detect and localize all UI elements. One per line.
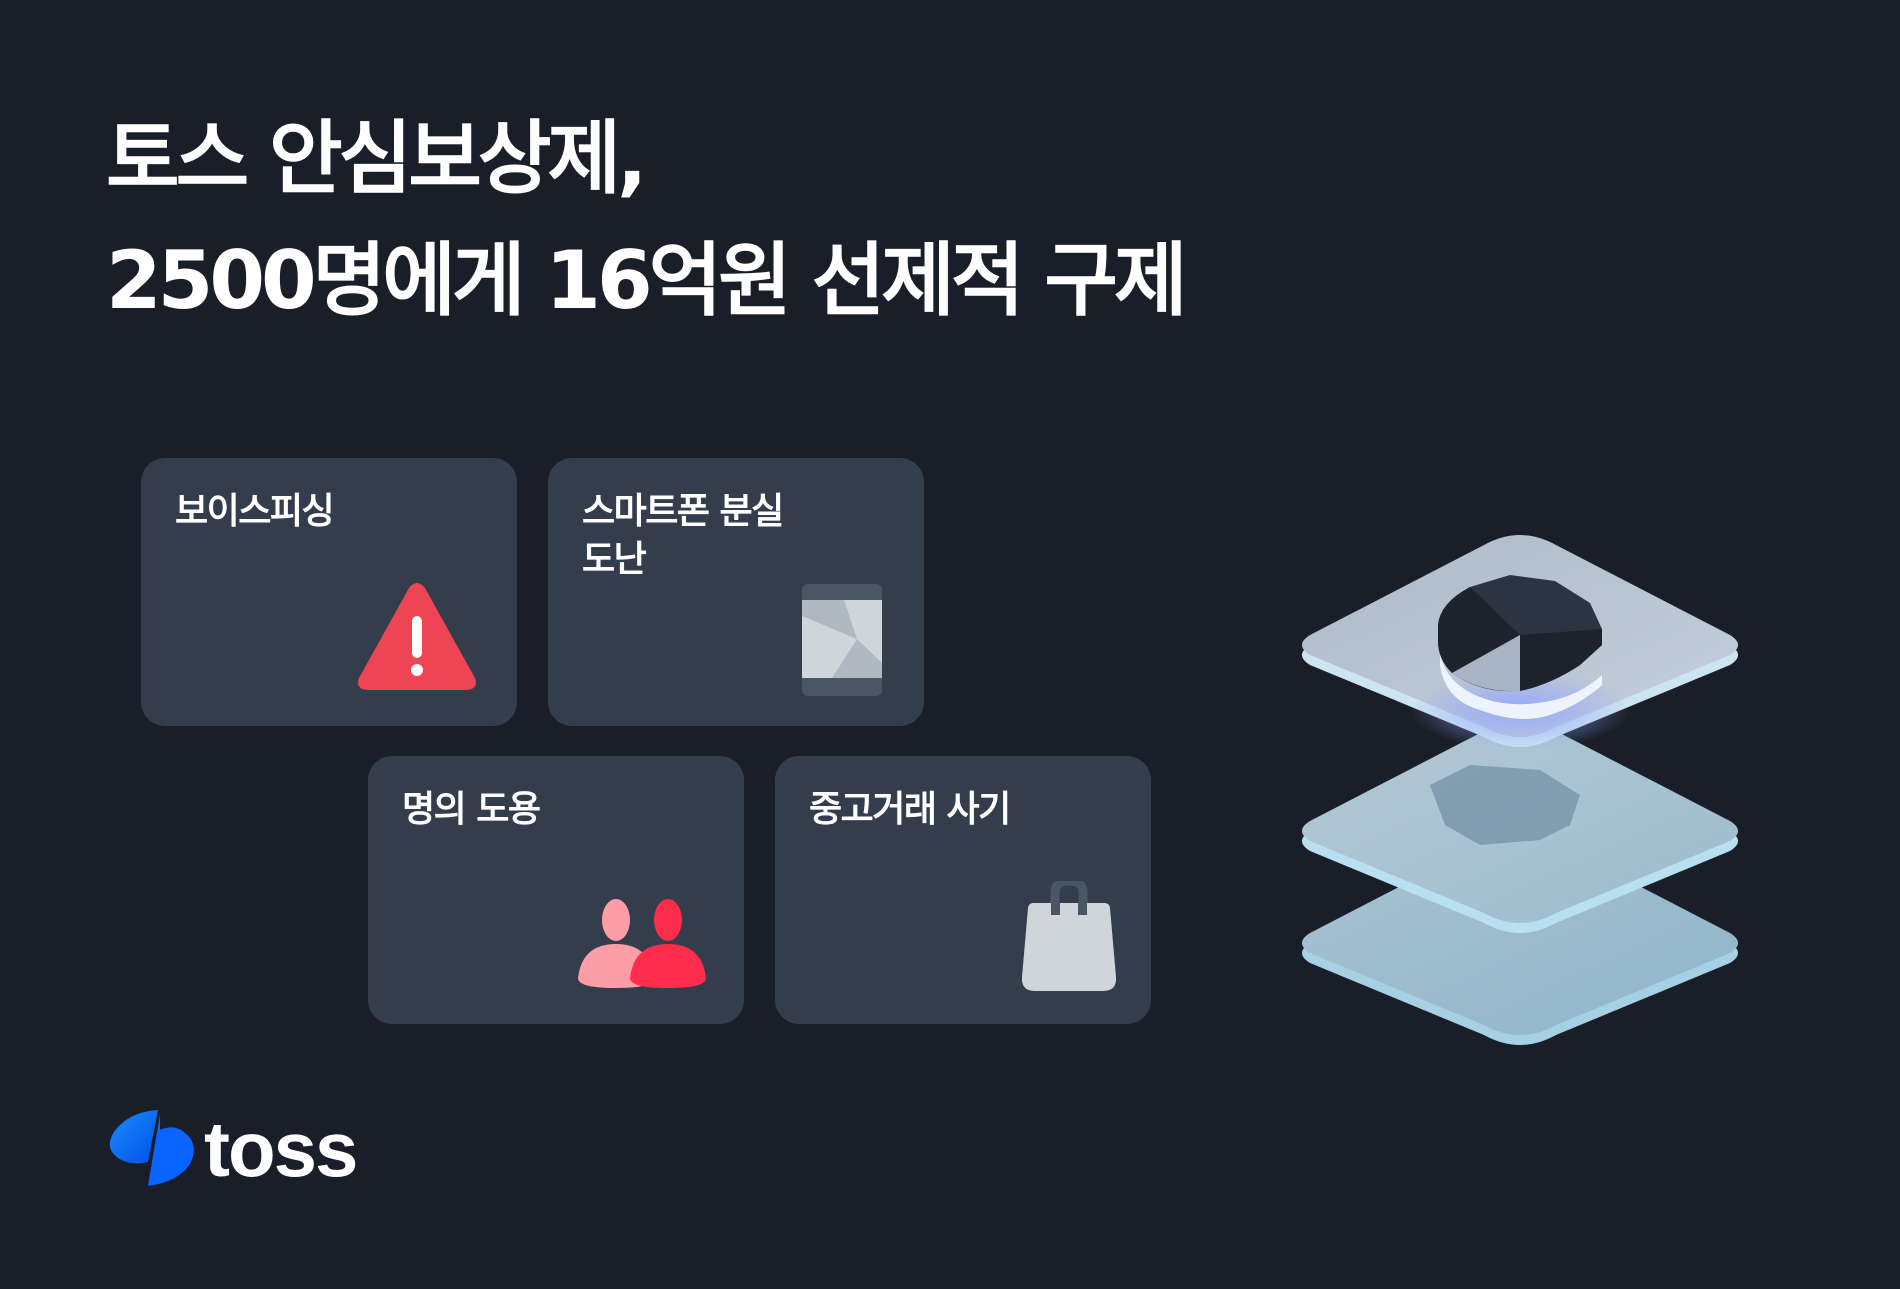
card-smartphone-loss: 스마트폰 분실 도난: [548, 458, 924, 726]
headline-line-1: 토스 안심보상제,: [106, 112, 647, 205]
warning-triangle-icon: [358, 583, 476, 690]
headline: 토스 안심보상제, 2500명에게 16억원 선제적 구제: [106, 98, 1188, 342]
headline-line-2: 2500명에게 16억원 선제적 구제: [106, 234, 1188, 327]
smartphone-icon: [802, 584, 882, 696]
two-people-icon: [578, 899, 706, 988]
card-label: 보이스피싱: [175, 491, 335, 532]
toss-logo-text: toss: [204, 1105, 358, 1193]
card-label: 스마트폰 분실 도난: [582, 491, 784, 580]
card-label: 중고거래 사기: [809, 789, 1011, 830]
shopping-bag-icon: [1021, 881, 1117, 991]
card-secondhand-fraud: 중고거래 사기: [775, 756, 1151, 1024]
card-label: 명의 도용: [402, 789, 541, 830]
card-identity-theft: 명의 도용: [368, 756, 744, 1024]
toss-logo-mark-icon: [109, 1110, 194, 1186]
toss-logo: toss: [108, 1105, 358, 1193]
card-voice-phishing: 보이스피싱: [141, 458, 517, 726]
stacked-layers-shield-illustration: [1302, 535, 1738, 1045]
